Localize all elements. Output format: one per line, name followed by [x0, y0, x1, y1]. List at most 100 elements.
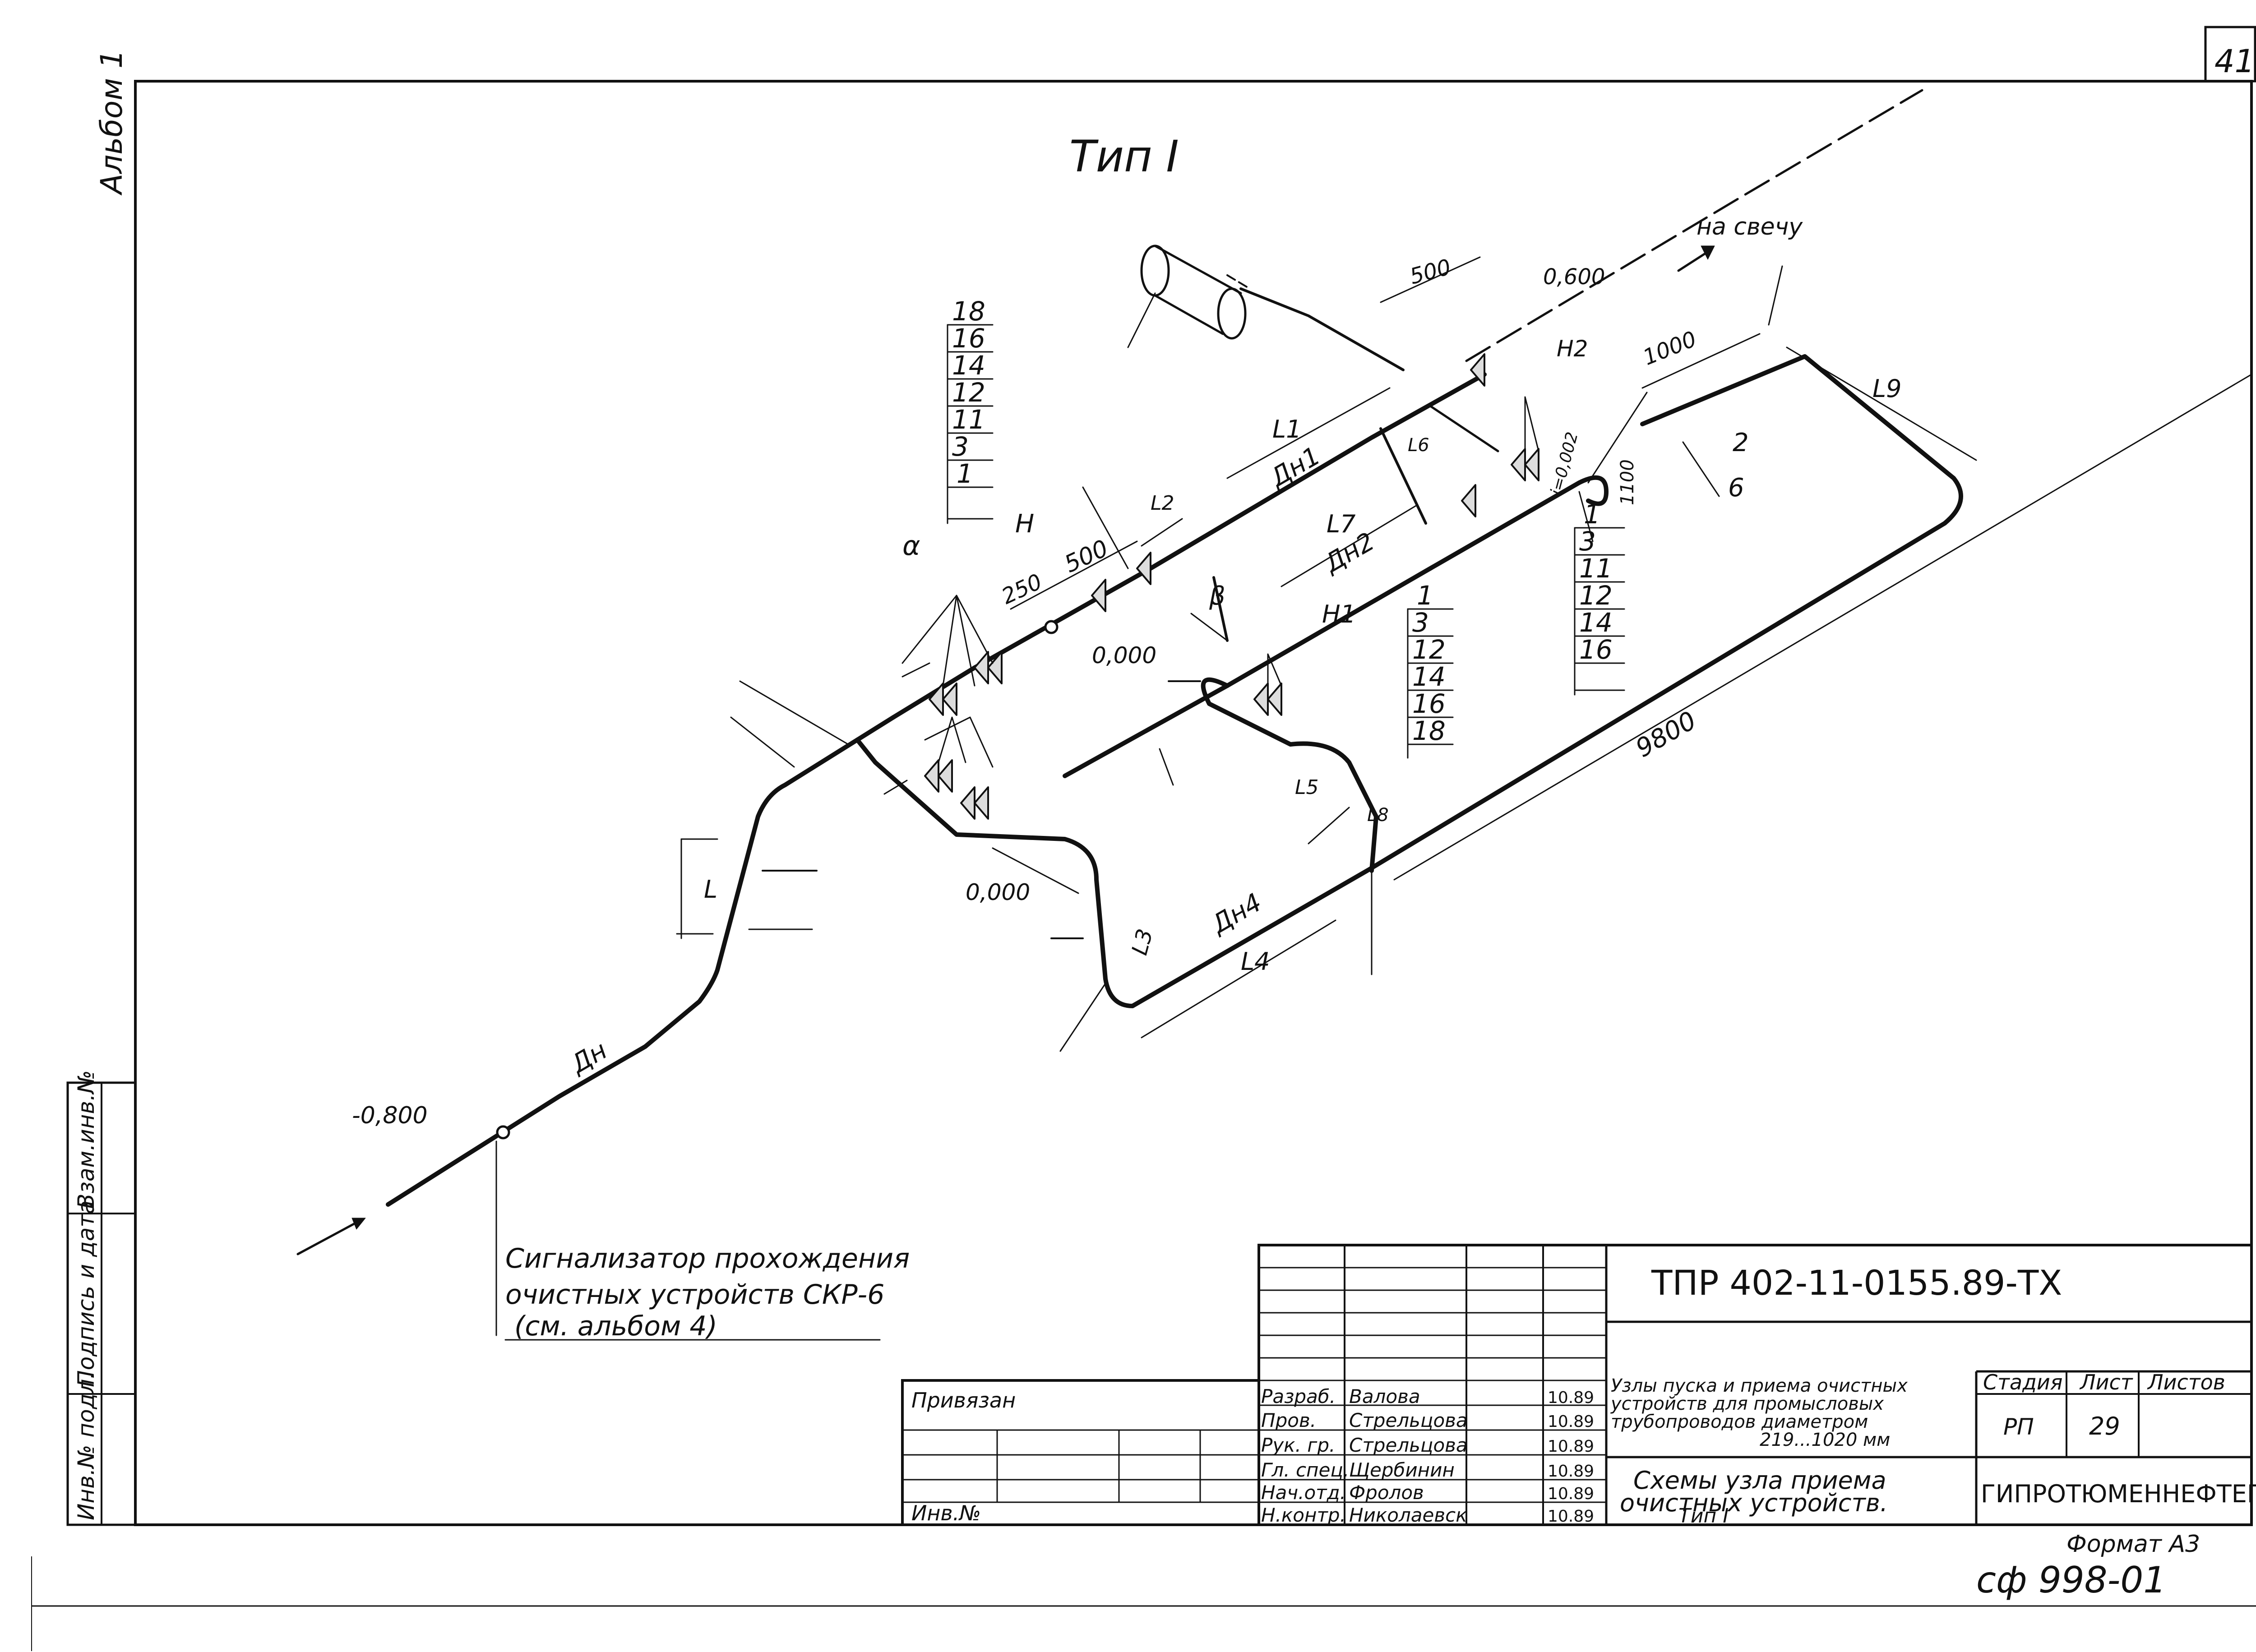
detector-label-2: очистных устройств СКР-6: [505, 1279, 884, 1311]
sheets-label: Листов: [2147, 1370, 2225, 1394]
sheet-title-3: Тип I: [1678, 1504, 1729, 1527]
side-table-col1: Инв.№ подл.: [73, 1372, 99, 1520]
angle-beta: β: [1209, 581, 1225, 611]
dim-1100: 1100: [1617, 459, 1638, 505]
callout-mid-5: 18: [1412, 715, 1446, 746]
row-date-3: 10.89: [1548, 1462, 1594, 1481]
row-date-2: 10.89: [1548, 1437, 1594, 1456]
album-label: Альбом 1: [94, 50, 129, 196]
position-callouts: 18 16 14 12 11 3 1 1 3 12 14 16 18 1 3 1…: [952, 296, 1613, 746]
side-table-col3: Взам.инв.№: [73, 1070, 99, 1209]
pipeline-scheme: [296, 89, 2252, 1341]
format-label: Формат А3: [2066, 1531, 2200, 1558]
detector-label-1: Сигнализатор прохождения: [505, 1243, 910, 1274]
callout-stack-right: [1574, 527, 1625, 696]
dim-500-top: 500: [1407, 254, 1454, 290]
sheet-title-1: Схемы узла приема: [1633, 1466, 1886, 1495]
dim-l7: L7: [1327, 510, 1355, 538]
sheet-frame: [31, 26, 2256, 1651]
dim-500-upper: 500: [1060, 535, 1112, 578]
dim-l6: L6: [1408, 435, 1429, 456]
row-role-0: Разраб.: [1261, 1385, 1336, 1407]
project-title-4: 219...1020 мм: [1760, 1430, 1890, 1450]
row-name-0: Валова: [1349, 1385, 1420, 1407]
dim-l1: L1: [1272, 415, 1301, 443]
callout-right-5: 16: [1579, 634, 1613, 665]
dim-l: L: [704, 875, 717, 904]
stamp-code: сф 998-01: [1976, 1559, 2166, 1601]
dim-l5: L5: [1295, 776, 1319, 799]
elev-600: 0,600: [1543, 264, 1605, 290]
callout-mid-3: 14: [1412, 661, 1446, 692]
project-title-3: трубопроводов диаметром: [1611, 1412, 1868, 1432]
inv-no-label: Инв.№: [911, 1501, 981, 1525]
doc-code: ТПР 402-11-0155.89-ТХ: [1651, 1263, 2062, 1303]
sheet-title-2: очистных устройств.: [1620, 1489, 1888, 1517]
elev-zero-lower: 0,000: [966, 879, 1030, 905]
callout-right-1: 3: [1579, 526, 1596, 557]
row-name-3: Щербинин: [1349, 1459, 1455, 1481]
callout-mid-1: 3: [1412, 607, 1429, 638]
scheme-title: Тип I: [1069, 131, 1179, 182]
row-name-4: Фролов: [1349, 1481, 1424, 1504]
dim-l3: L3: [1127, 926, 1158, 958]
callout-left-3: 12: [952, 377, 985, 408]
callout-right-3: 12: [1579, 580, 1613, 611]
slope-label: i=0,002: [1547, 430, 1582, 497]
pos-6: 6: [1728, 473, 1744, 503]
scheme-text: на свечу -0,800 0,000 0,000 0,600 Дн Дн1…: [352, 213, 1901, 1342]
organization-name: ГИПРОТЮМЕННЕФТЕГАЗ: [1981, 1480, 2256, 1508]
callout-left-4: 11: [952, 404, 985, 435]
sheet-value: 29: [2089, 1412, 2120, 1440]
row-role-5: Н.контр.: [1261, 1504, 1346, 1526]
row-role-4: Нач.отд.: [1261, 1481, 1346, 1504]
callout-mid-4: 16: [1412, 688, 1446, 719]
pos-2-right: 2: [1733, 428, 1749, 457]
page-number-box: [2204, 26, 2256, 83]
dim-l2: L2: [1151, 492, 1174, 515]
row-role-3: Гл. спец.: [1261, 1459, 1349, 1481]
dim-h: H: [1015, 509, 1034, 539]
side-table: [66, 1081, 137, 1526]
title-block: [901, 1244, 2253, 1526]
side-table-col2: Подпись и дата: [73, 1200, 99, 1387]
row-name-5: Николаевск: [1349, 1504, 1467, 1526]
callout-mid-0: 1: [1417, 580, 1433, 611]
row-date-5: 10.89: [1548, 1507, 1594, 1526]
dim-1000: 1000: [1640, 326, 1700, 370]
elev-zero-mid: 0,000: [1092, 642, 1156, 669]
dim-l4: L4: [1241, 947, 1270, 976]
sheet-label: Лист: [2079, 1370, 2133, 1394]
row-role-2: Рук. гр.: [1261, 1434, 1335, 1456]
project-title-2: устройств для промысловых: [1610, 1394, 1884, 1414]
dim-h2: H2: [1557, 336, 1588, 362]
callout-left-5: 3: [952, 431, 969, 462]
row-name-1: Стрельцова: [1349, 1409, 1468, 1431]
dim-l8: L8: [1367, 805, 1389, 826]
detector-label-3: (см. альбом 4): [514, 1311, 717, 1342]
row-date-0: 10.89: [1548, 1389, 1594, 1407]
stage-value: РП: [2003, 1414, 2034, 1440]
callout-left-0: 18: [952, 296, 985, 327]
elev-minus-800: -0,800: [352, 1102, 428, 1129]
title-block-text: ТПР 402-11-0155.89-ТХ Привязан Инв.№ Раз…: [911, 1263, 2256, 1527]
dim-h1: H1: [1322, 600, 1356, 628]
callout-right-0: 1: [1584, 499, 1600, 530]
callout-stack-left: [947, 324, 994, 524]
row-role-1: Пров.: [1261, 1409, 1316, 1431]
row-date-4: 10.89: [1548, 1485, 1594, 1503]
to-candle-label: на свечу: [1697, 213, 1803, 240]
callout-right-2: 11: [1579, 553, 1613, 584]
project-title-1: Узлы пуска и приема очистных: [1611, 1375, 1908, 1396]
angle-alpha: α: [902, 530, 920, 562]
row-date-1: 10.89: [1548, 1412, 1594, 1431]
page-number: 41: [2214, 43, 2255, 80]
callout-right-4: 14: [1579, 607, 1613, 638]
stage-label: Стадия: [1983, 1370, 2062, 1394]
dim-l9: L9: [1872, 374, 1901, 403]
privyazan-label: Привязан: [911, 1388, 1016, 1412]
callout-mid-2: 12: [1412, 634, 1446, 665]
callout-left-1: 16: [952, 323, 985, 354]
dn-label: Дн: [565, 1036, 612, 1080]
